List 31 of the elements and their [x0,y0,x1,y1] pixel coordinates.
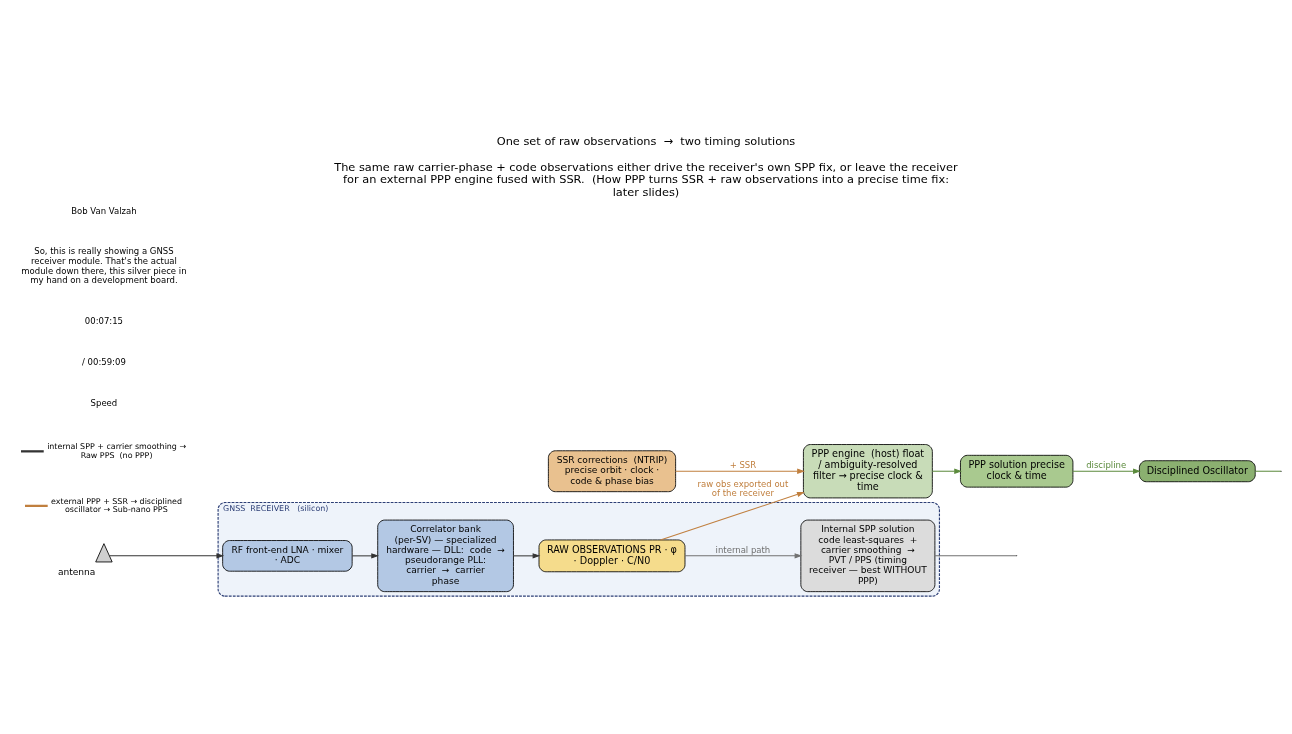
edge-label: raw obs exported out of the receiver [697,478,789,499]
connector [1254,470,1282,472]
label: / 00:59:09 [82,356,126,367]
label: Bob Van Valzah [71,205,137,216]
node-box: Correlator bank (per-SV) — specialized hardware — DLL: code → pseudorange PLL: carrier → carrier phase [377,519,514,593]
node-triangle [95,543,113,563]
node-box: PPP engine (host) float / ambiguity-resolved filter → precise clock & time [803,444,933,499]
node-box: SSR corrections (NTRIP) precise orbit · clock · code & phase bias [547,450,677,493]
arrow [513,553,541,559]
arrow [351,553,379,559]
node-label: antenna [57,567,96,578]
caption: The same raw carrier-phase + code observations either drive the receiver's own SPP fix, or leave the receiver for an external PPP engine fused with SSR. (How PPP turns SSR + raw observations into a precise time fix: later slides) [334,159,958,199]
label: Speed [90,397,118,408]
edge-label: + SSR [729,460,757,471]
label: So, this is really showing a GNSS receiver module. That's the actual module down there, this silver piece in my hand on a development board. [21,246,187,286]
node-box: PPP solution precise clock & time [960,454,1074,488]
edge-label: discipline [1086,460,1127,471]
arrow [109,553,225,559]
arrow [675,468,805,474]
arrow [1072,468,1141,474]
arrow [684,553,803,559]
node-box: Internal SPP solution code least-squares + carrier smoothing → PVT / PPS (timing receiver — best WITHOUT PPP) [800,519,936,593]
edge-label: internal path [715,545,771,556]
node-box: RF front-end LNA · mixer · ADC [222,540,353,572]
arrow [659,491,805,541]
arrow [931,468,962,474]
connector [934,555,1017,557]
node-box: RAW OBSERVATIONS PR · φ · Doppler · C/N0 [538,539,686,573]
label: 00:07:15 [84,315,124,326]
node-box: Disciplined Oscillator [1138,460,1256,483]
diagram-title: One set of raw observations → two timing solutions [496,133,796,148]
